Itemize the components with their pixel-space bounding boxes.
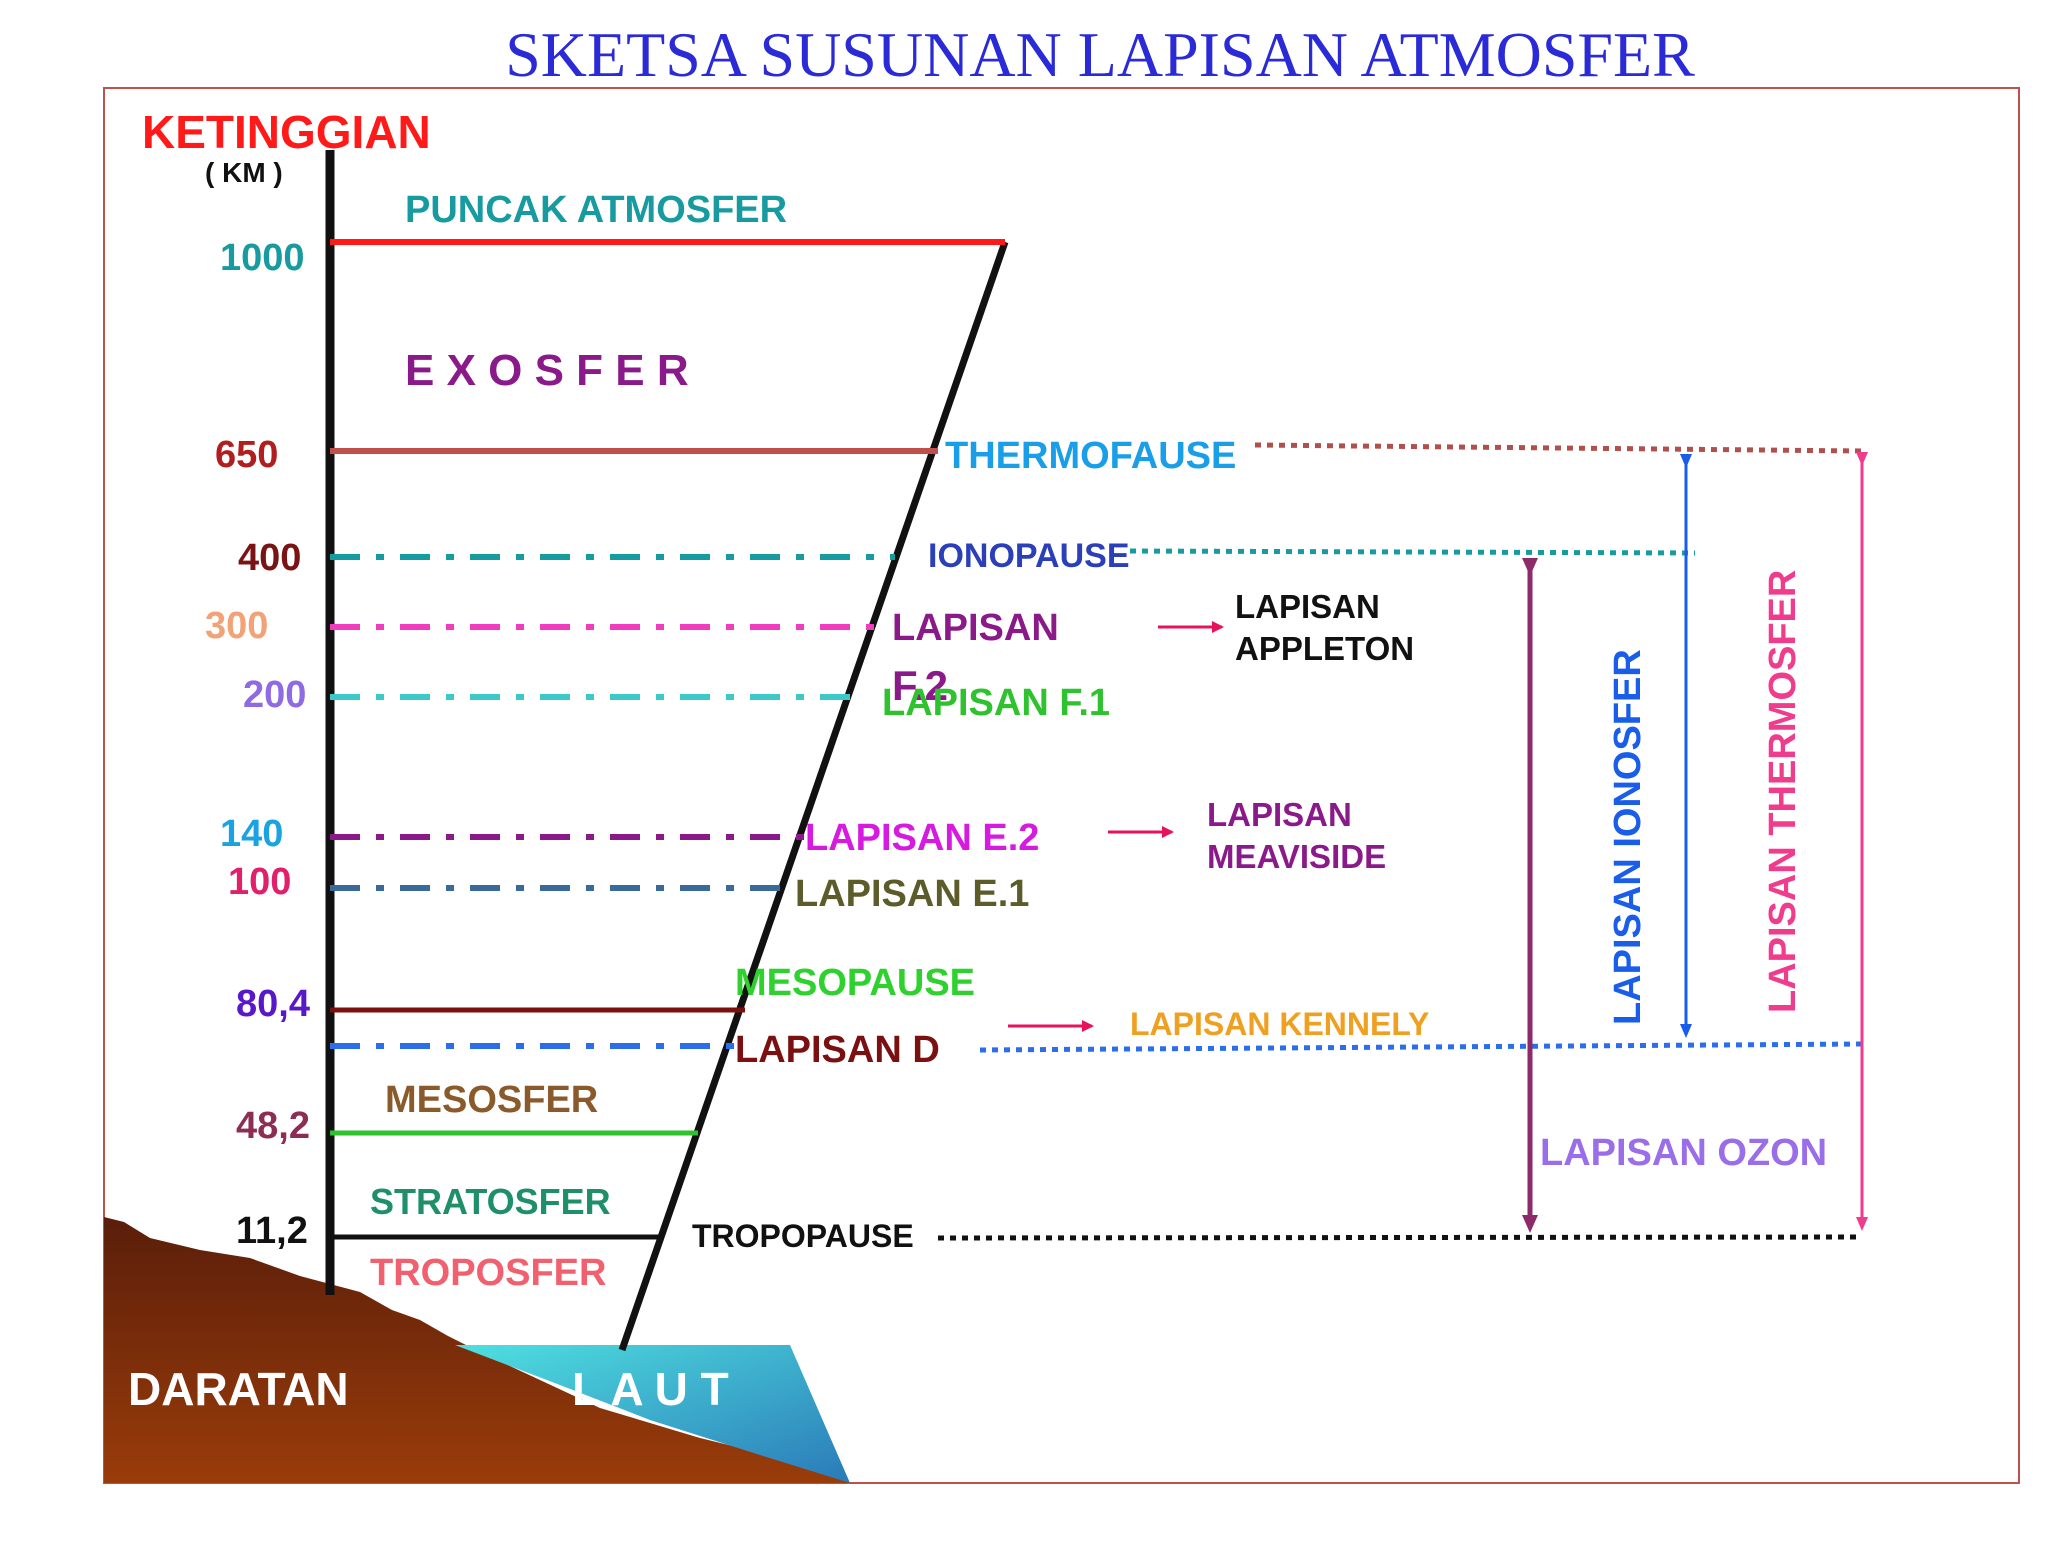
ozon-label: LAPISAN OZON bbox=[1540, 1132, 1827, 1174]
tropopause-dotted bbox=[937, 1234, 1863, 1241]
ionosfer-label: LAPISAN IONOSFER bbox=[1607, 649, 1649, 1025]
axis-unit: ( KM ) bbox=[205, 157, 283, 188]
atmosphere-boundary bbox=[618, 240, 1009, 1352]
exosfer-label: E X O S F E R bbox=[405, 346, 689, 395]
altitude-label-1000: 1000 bbox=[220, 237, 305, 279]
altitude-label-300: 300 bbox=[205, 605, 268, 647]
appleton-label-b: APPLETON bbox=[1235, 630, 1414, 667]
f2-label-b: F.2 bbox=[892, 662, 948, 709]
altitude-label-80-4: 80,4 bbox=[236, 983, 310, 1025]
tropopause-label: TROPOPAUSE bbox=[692, 1218, 914, 1254]
land-shape bbox=[104, 1217, 850, 1483]
ionopause-label: IONOPAUSE bbox=[928, 537, 1130, 575]
thermofause-dotted bbox=[1254, 442, 1863, 454]
ionopause-dotted bbox=[1129, 548, 1696, 556]
kennely-dotted bbox=[979, 1041, 1863, 1053]
land-label: DARATAN bbox=[128, 1363, 349, 1415]
diagram-frame bbox=[103, 87, 2020, 1484]
stratosfer-label: STRATOSFER bbox=[370, 1181, 611, 1222]
altitude-label-650: 650 bbox=[215, 434, 278, 476]
e2-label: LAPISAN E.2 bbox=[805, 817, 1039, 859]
appleton-label-a: LAPISAN bbox=[1235, 588, 1380, 625]
sea-label: L A U T bbox=[572, 1363, 729, 1415]
meaviside-label-a: LAPISAN bbox=[1207, 796, 1352, 833]
f1-label: LAPISAN F.1 bbox=[882, 682, 1110, 724]
altitude-label-140: 140 bbox=[220, 813, 283, 855]
thermofause-label: THERMOFAUSE bbox=[945, 435, 1236, 477]
mesopause-label: MESOPAUSE bbox=[735, 962, 975, 1004]
troposfer-label: TROPOSFER bbox=[370, 1252, 606, 1294]
altitude-label-48-2: 48,2 bbox=[236, 1105, 310, 1147]
altitude-label-11-2: 11,2 bbox=[236, 1210, 308, 1252]
e1-label: LAPISAN E.1 bbox=[795, 873, 1029, 915]
sea-shape bbox=[455, 1345, 850, 1483]
altitude-label-200: 200 bbox=[243, 674, 306, 716]
puncak-atmosfer-label: PUNCAK ATMOSFER bbox=[405, 189, 787, 231]
f2-label-a: LAPISAN bbox=[892, 607, 1059, 649]
altitude-label-400: 400 bbox=[238, 537, 301, 579]
axis-label: KETINGGIAN bbox=[142, 106, 431, 158]
d-label: LAPISAN D bbox=[735, 1029, 940, 1071]
altitude-label-100: 100 bbox=[228, 861, 291, 903]
diagram-title: SKETSA SUSUNAN LAPISAN ATMOSFER bbox=[505, 19, 1695, 90]
mesosfer-label: MESOSFER bbox=[385, 1079, 598, 1121]
thermosfer-label: LAPISAN THERMOSFER bbox=[1762, 570, 1804, 1013]
meaviside-label-b: MEAVISIDE bbox=[1207, 838, 1386, 875]
kennely-label: LAPISAN KENNELY bbox=[1130, 1006, 1429, 1042]
